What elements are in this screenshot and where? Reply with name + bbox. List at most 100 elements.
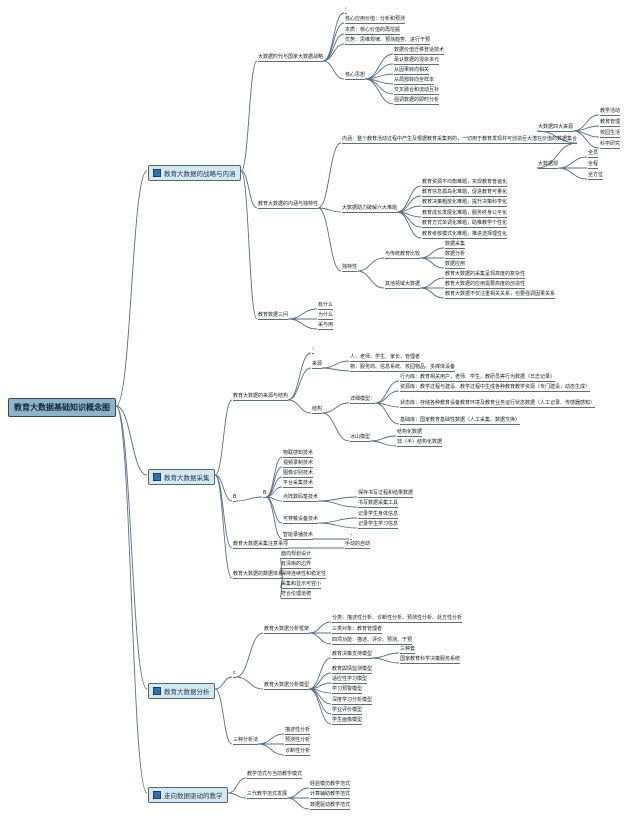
topic-m3[interactable]: 教育大数据的数据体系 bbox=[233, 571, 284, 579]
topic-m1b[interactable]: 来源 bbox=[312, 361, 323, 369]
topic-m2a6a[interactable]: 记录学生身体信息 bbox=[358, 511, 399, 519]
topic-p1b1a[interactable]: 三种套 bbox=[400, 646, 416, 654]
topic-p1a3[interactable]: 四项功能：描述、评价、预测、干预 bbox=[332, 637, 413, 645]
topic-n1e5[interactable]: 交叉融合和流动互补 bbox=[394, 87, 440, 95]
topic-n2a2[interactable]: 大数据观 bbox=[538, 161, 559, 169]
topic-m1c1[interactable]: 详细模型： bbox=[350, 396, 376, 404]
topic-m2a5a[interactable]: 保存书写过程和结果数据 bbox=[358, 490, 414, 498]
topic-m1c1a[interactable]: 行为库：教育相关用户，老师、学生、教研员等行为数据（日志记录） bbox=[400, 374, 556, 382]
topic-n1e3[interactable]: 从因果转向相关 bbox=[394, 67, 430, 75]
topic-p1b4[interactable]: 学习预警模型 bbox=[332, 686, 363, 694]
topic-m1c2a[interactable]: 结构化数据 bbox=[397, 429, 423, 437]
topic-m1b2[interactable]: 物：服务商、信息系统、校园物品、多媒体设备 bbox=[350, 364, 456, 372]
topic-n2a1c[interactable]: 校园生活 bbox=[600, 130, 621, 138]
topic-m2a7a[interactable]: ‹ bbox=[350, 532, 352, 540]
topic-q2[interactable]: 三代教学范式发展 bbox=[247, 791, 288, 799]
topic-p1b1b[interactable]: 国家教育科学决策服务系统 bbox=[400, 656, 461, 664]
topic-n3a[interactable]: 有什么 bbox=[318, 302, 334, 310]
topic-p2b[interactable]: 预测性分析 bbox=[285, 737, 311, 745]
branch-topic-2[interactable]: 教育大数据采集 bbox=[148, 469, 215, 485]
root-topic[interactable]: 教育大数据基础知识概念图 bbox=[8, 398, 116, 417]
branch-topic-1[interactable]: 教育大数据的战略与内涵 bbox=[148, 165, 241, 181]
topic-m1c2b[interactable]: 非（半）结构化数据 bbox=[397, 439, 443, 447]
branch-topic-4[interactable]: 走向数据驱动的教学 bbox=[148, 787, 228, 803]
topic-m1[interactable]: 教育大数据的来源与结构 bbox=[233, 393, 289, 401]
topic-m2a3[interactable]: 图像识别技术 bbox=[283, 470, 314, 478]
topic-m2[interactable]: B bbox=[233, 494, 237, 502]
topic-n2b6[interactable]: 教育考核模式化难题，推进选择理性化 bbox=[422, 231, 508, 239]
topic-m1b1[interactable]: 人：老师、学生、家长、管理者 bbox=[350, 354, 421, 362]
topic-n1e2[interactable]: 承认数据的混杂多元 bbox=[394, 57, 440, 65]
topic-n2a1d[interactable]: 科学研究 bbox=[600, 141, 621, 149]
topic-n3[interactable]: 教育数据三问 bbox=[258, 312, 289, 320]
topic-n2b[interactable]: 大数据助力破解六大难题 bbox=[342, 205, 398, 213]
topic-n1e[interactable]: 核心思想 bbox=[345, 72, 366, 80]
topic-n2c1[interactable]: 与传统教育比较 bbox=[385, 251, 421, 259]
topic-n2b3[interactable]: 教育决策粗放化难题，提升决策科学化 bbox=[422, 199, 508, 207]
topic-n2c2a[interactable]: 教育大数据的采集呈现高度的复杂性 bbox=[445, 271, 526, 279]
topic-n2c[interactable]: 独特性 bbox=[342, 264, 358, 272]
topic-n2a[interactable]: 内涵：整个教育活动过程中产生及根据教育采集到的，一切用于教育发现并可创造巨大潜在… bbox=[342, 136, 578, 144]
topic-n2a2b[interactable]: 全程 bbox=[588, 161, 599, 169]
topic-m2a4[interactable]: 平台采集技术 bbox=[283, 480, 314, 488]
topic-m1c[interactable]: 结构 bbox=[312, 406, 323, 414]
branch-topic-3[interactable]: 教育大数据分析 bbox=[148, 683, 215, 699]
topic-q1[interactable]: 教学范式与当前教学模式 bbox=[247, 771, 303, 779]
topic-m3d[interactable]: 采集和显示可容小 bbox=[281, 581, 322, 589]
topic-n1b[interactable]: 核心应用价值：分析和预测 bbox=[345, 16, 406, 24]
topic-m2a6[interactable]: 可穿戴设备技术 bbox=[283, 516, 319, 524]
topic-n2a1b[interactable]: 教育管理 bbox=[600, 119, 621, 127]
topic-n1d[interactable]: 优势：思维规律、预测趋势、进行干预 bbox=[345, 37, 431, 45]
topic-n1e1[interactable]: 数据价值迁移普适技术 bbox=[394, 47, 445, 55]
topic-n2b4[interactable]: 教育成长发展化难题，服务终身公平化 bbox=[422, 210, 508, 218]
topic-m2a7[interactable]: 智能录播技术 bbox=[283, 532, 314, 540]
topic-n2a1[interactable]: 大数据四大来源 bbox=[538, 124, 574, 132]
topic-m3b[interactable]: 有清晰的边界 bbox=[281, 561, 312, 569]
topic-p1b7[interactable]: 学生画像模型 bbox=[332, 717, 363, 725]
topic-p1a[interactable]: 教育大数据分析框架 bbox=[264, 626, 310, 634]
topic-m2a5b[interactable]: 书写数据采集工具 bbox=[358, 500, 399, 508]
topic-n1[interactable]: 大数据时代与国家大数据战略 bbox=[258, 54, 324, 62]
topic-m3c[interactable]: 保持连续性和稳定性 bbox=[281, 571, 327, 579]
topic-m2a5[interactable]: 点阵数码笔技术 bbox=[283, 494, 319, 502]
topic-p1b6[interactable]: 学业评价模型 bbox=[332, 707, 363, 715]
topic-p2[interactable]: 三种分析法 bbox=[233, 737, 259, 745]
topic-p1a1[interactable]: 分类：描述性分析、诊断性分析、预测性分析、处方性分析 bbox=[332, 615, 463, 623]
topic-n2c1a[interactable]: 数据采集 bbox=[445, 241, 466, 249]
topic-p1b[interactable]: 教育大数据分析模型 bbox=[264, 682, 310, 690]
topic-p1b2[interactable]: 教育舆情监测模型 bbox=[332, 666, 373, 674]
topic-n2b1[interactable]: 教育资源不均衡难题，实现教育普遍化 bbox=[422, 179, 508, 187]
topic-p1a2[interactable]: 三类对象：教育管理者 bbox=[332, 626, 383, 634]
topic-q2c[interactable]: 数据驱动教学范式 bbox=[310, 802, 351, 810]
topic-n2c2[interactable]: 其他领域大数据 bbox=[385, 281, 421, 289]
topic-p1b5[interactable]: 深度学习分析模型 bbox=[332, 697, 373, 705]
topic-n2c1b[interactable]: 数据分析 bbox=[445, 251, 466, 259]
topic-n3c[interactable]: 采与用 bbox=[318, 322, 334, 330]
topic-p2c[interactable]: 诊断性分析 bbox=[285, 748, 311, 756]
topic-n1e6[interactable]: 强调数据的即时分析 bbox=[394, 97, 440, 105]
topic-p1[interactable]: c bbox=[233, 670, 236, 678]
topic-m2a[interactable]: B bbox=[263, 490, 267, 498]
topic-n2c2b[interactable]: 教育大数据的应用需要高度的创造性 bbox=[445, 281, 526, 289]
topic-n3b[interactable]: 为什么 bbox=[318, 312, 334, 320]
topic-n2c1c[interactable]: 数据应用 bbox=[445, 261, 466, 269]
topic-n1c[interactable]: 本质：核心价值的再挖掘 bbox=[345, 27, 401, 35]
topic-m1c2[interactable]: 冰山模型 bbox=[350, 434, 371, 442]
topic-m3e[interactable]: 符合伦理道德 bbox=[281, 591, 312, 599]
topic-n2b2[interactable]: 教育信息孤岛化难题，促进教育可量化 bbox=[422, 189, 508, 197]
topic-n1a[interactable]: ‹ bbox=[345, 6, 347, 14]
topic-n2c2c[interactable]: 教育大数据不仅注重相关关系，也要强调因果关系 bbox=[445, 291, 556, 299]
topic-p2a[interactable]: 描述性分析 bbox=[285, 727, 311, 735]
topic-n2b5[interactable]: 教育方式单调化难题，助推教学个性化 bbox=[422, 220, 508, 228]
topic-m2b[interactable]: 教育大数据采集注意事项 bbox=[233, 541, 289, 549]
topic-p1b1[interactable]: 教育决策支持模型 bbox=[332, 651, 373, 659]
topic-m1c1d[interactable]: 基础库：国家教育基础性数据（人工采集、数据交换） bbox=[400, 417, 521, 425]
topic-q2a[interactable]: 经验模仿教学范式 bbox=[310, 781, 351, 789]
topic-n2a2c[interactable]: 全方位 bbox=[588, 172, 604, 180]
topic-m2a2[interactable]: 视频录制技术 bbox=[283, 460, 314, 468]
topic-n2[interactable]: 教育大数据的内涵与独特性 bbox=[258, 201, 319, 209]
topic-m1c1c[interactable]: 状态库：存储各种教育设备教育环境及教育业务运行状态数据（人工记录、传感器感知） bbox=[400, 400, 596, 408]
topic-m2a1[interactable]: 物联感知技术 bbox=[283, 450, 314, 458]
topic-m1a[interactable]: ‹ bbox=[312, 346, 314, 354]
topic-n2a1a[interactable]: 教学活动 bbox=[600, 108, 621, 116]
